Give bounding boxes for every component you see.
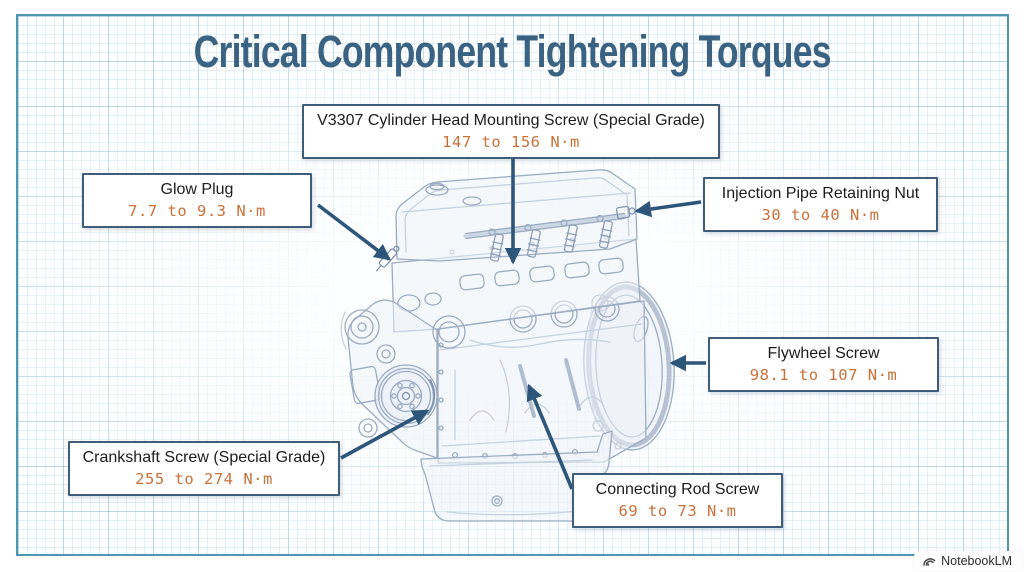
valve-cover-art bbox=[395, 169, 638, 262]
callout-crankshaft: Crankshaft Screw (Special Grade) 255 to … bbox=[68, 441, 340, 496]
page-title: Critical Component Tightening Torques bbox=[193, 26, 831, 77]
arrow-crankshaft bbox=[340, 409, 430, 460]
arrow-glow-plug bbox=[316, 203, 391, 261]
watermark-label: NotebookLM bbox=[941, 554, 1012, 568]
engine-block-art bbox=[437, 296, 647, 464]
engine-illustration bbox=[340, 169, 675, 522]
crankshaft-pulley-art bbox=[374, 364, 438, 428]
callout-label: Crankshaft Screw (Special Grade) bbox=[82, 449, 326, 466]
callout-torque-value: 7.7 to 9.3 N·m bbox=[128, 201, 266, 220]
callout-torque-value: 30 to 40 N·m bbox=[761, 205, 880, 224]
injectors-art bbox=[489, 220, 613, 262]
notebooklm-watermark: NotebookLM bbox=[914, 551, 1022, 571]
notebooklm-logo-icon bbox=[923, 558, 936, 566]
injection-pipe-art bbox=[463, 205, 636, 240]
callout-torque-value: 255 to 274 N·m bbox=[135, 469, 273, 488]
callout-cylinder-head: V3307 Cylinder Head Mounting Screw (Spec… bbox=[302, 104, 720, 159]
callout-torque-value: 98.1 to 107 N·m bbox=[749, 365, 898, 384]
callout-label: Injection Pipe Retaining Nut bbox=[721, 185, 920, 202]
callout-connecting-rod: Connecting Rod Screw 69 to 73 N·m bbox=[572, 473, 783, 528]
callout-injection-pipe: Injection Pipe Retaining Nut 30 to 40 N·… bbox=[703, 177, 938, 232]
callout-label: V3307 Cylinder Head Mounting Screw (Spec… bbox=[317, 112, 705, 129]
arrow-injection-pipe bbox=[634, 200, 702, 218]
callout-glow-plug: Glow Plug 7.7 to 9.3 N·m bbox=[82, 173, 312, 228]
callout-flywheel: Flywheel Screw 98.1 to 107 N·m bbox=[708, 337, 939, 392]
callout-torque-value: 69 to 73 N·m bbox=[618, 501, 737, 520]
callout-torque-value: 147 to 156 N·m bbox=[442, 132, 580, 151]
arrow-connecting-rod bbox=[526, 383, 574, 490]
callout-label: Glow Plug bbox=[160, 181, 234, 198]
callout-label: Connecting Rod Screw bbox=[595, 481, 760, 498]
callout-label: Flywheel Screw bbox=[767, 345, 880, 362]
